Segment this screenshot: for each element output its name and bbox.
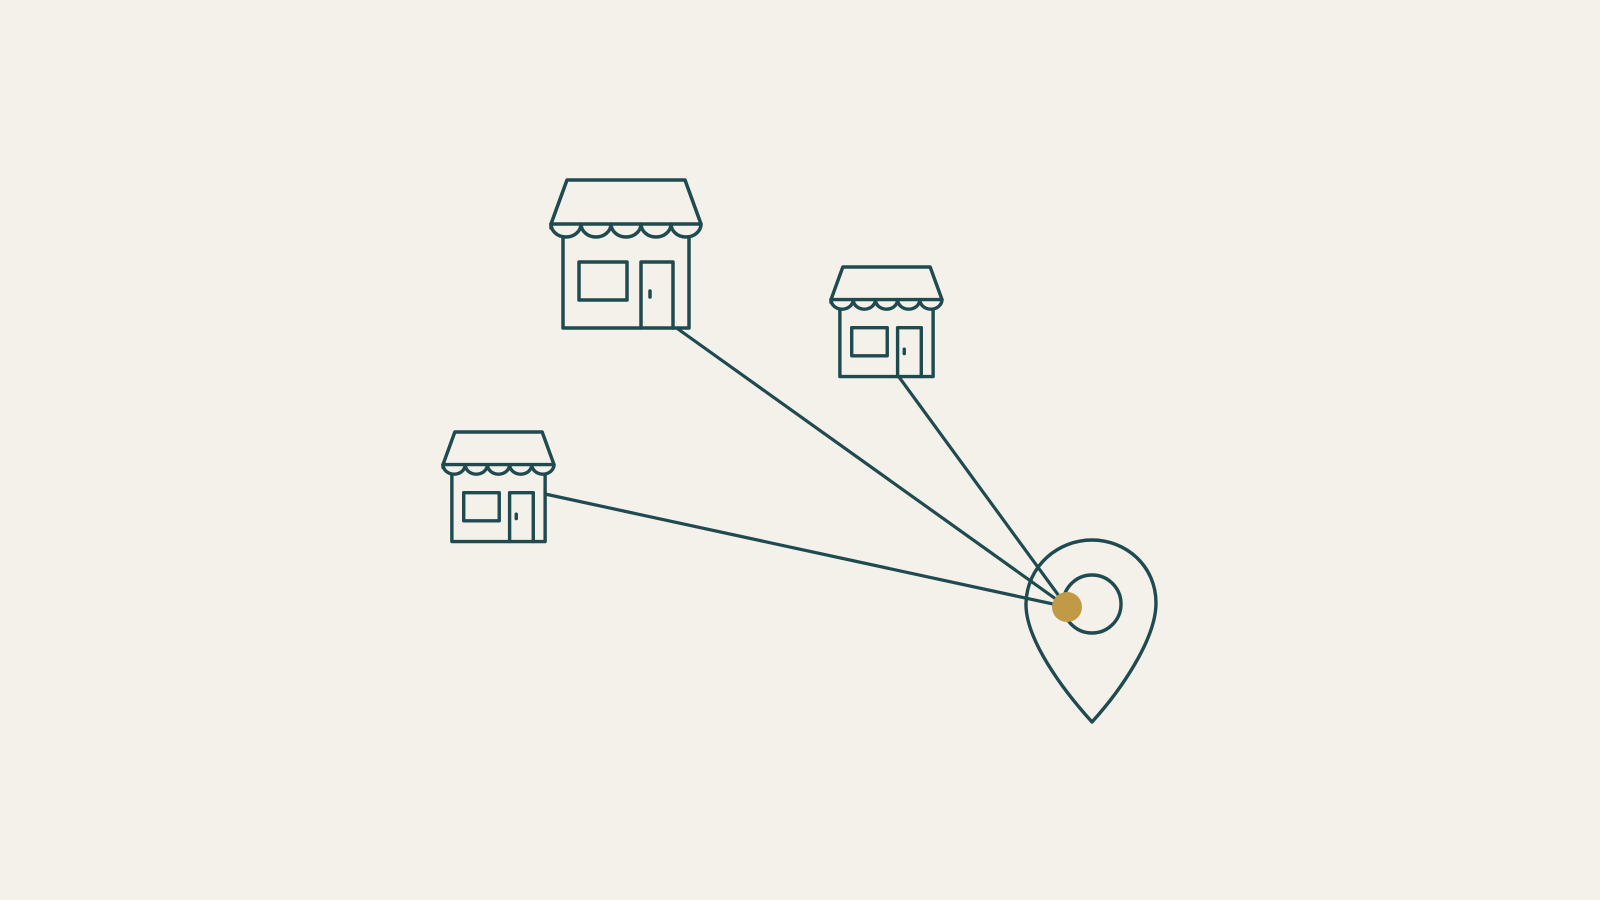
storefront-icon bbox=[829, 265, 944, 379]
connector-line-large-store bbox=[676, 327, 1069, 609]
connector-line-left-store bbox=[543, 492, 1069, 609]
map-pin-icon bbox=[1024, 538, 1158, 724]
connector-lines bbox=[543, 327, 1069, 609]
storefront-icon bbox=[549, 178, 703, 330]
storefront-icon bbox=[441, 430, 556, 544]
connector-line-right-store bbox=[897, 375, 1069, 609]
location-dot bbox=[1052, 592, 1082, 622]
